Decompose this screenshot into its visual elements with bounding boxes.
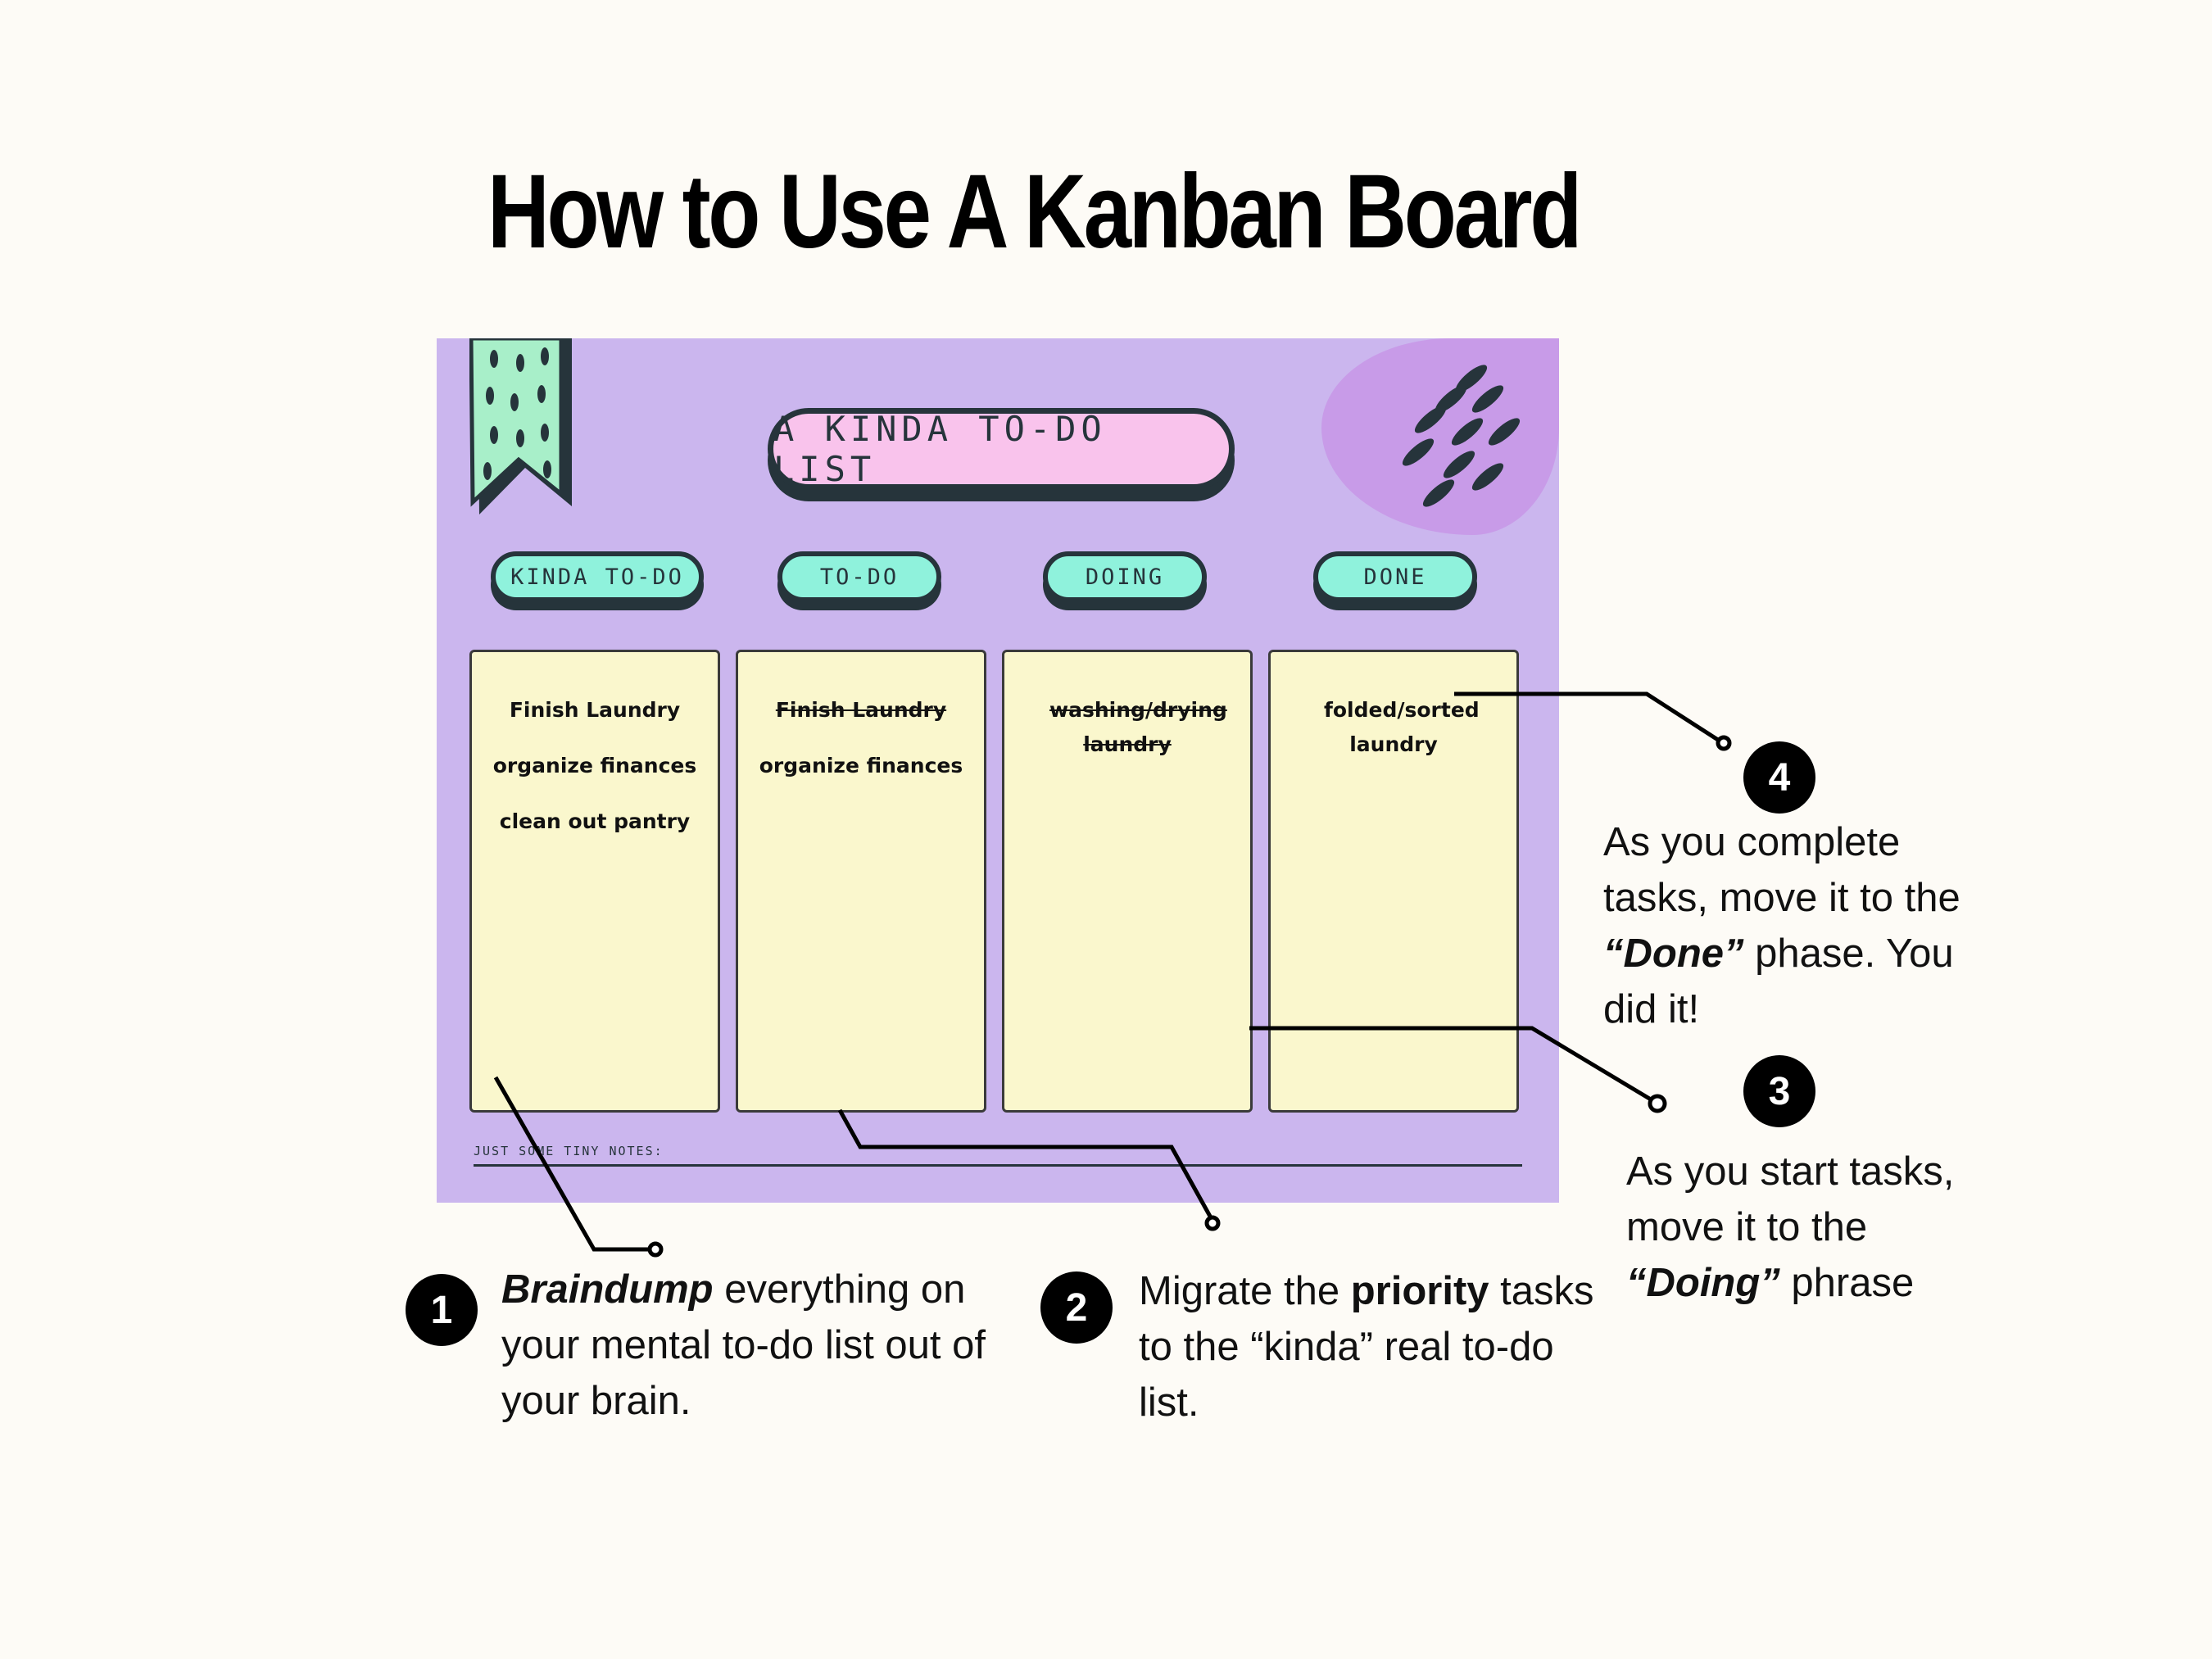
step-text-part: “Doing” <box>1626 1261 1780 1305</box>
column-header-doing: DOING <box>1043 551 1207 602</box>
page-title: How to Use A Kanban Board <box>487 153 1582 270</box>
step-badge-1: 1 <box>406 1274 478 1346</box>
column-done: folded/sorted laundry <box>1268 650 1519 1113</box>
column-header-done: DONE <box>1313 551 1477 602</box>
step-badge-2: 2 <box>1040 1271 1113 1344</box>
task-card: organize finances <box>759 754 963 777</box>
column-doing: washing/drying laundry <box>1002 650 1253 1113</box>
step-1-text: Braindump everything on your mental to-d… <box>501 1262 1009 1429</box>
step-text-part: everything on your mental to-do list out… <box>501 1267 986 1423</box>
task-card: organize finances <box>492 754 697 777</box>
column-kinda-todo: Finish Laundry organize finances clean o… <box>469 650 720 1113</box>
step-text-part: Migrate the <box>1139 1269 1351 1313</box>
column-header-todo: TO-DO <box>777 551 941 602</box>
step-text-part: tasks to the “kinda” real to-do list. <box>1139 1269 1594 1425</box>
step-text-part: phase. You did it! <box>1603 931 1954 1031</box>
task-card: washing/drying laundry <box>1049 698 1227 756</box>
step-text-part: priority <box>1350 1269 1489 1313</box>
notes-label: JUST SOME TINY NOTES: <box>474 1144 664 1158</box>
task-card: Finish Laundry <box>775 698 947 722</box>
step-badge-4: 4 <box>1743 741 1815 814</box>
ribbon-bookmark-icon <box>469 338 572 514</box>
column-header-kinda-todo: KINDA TO-DO <box>491 551 704 602</box>
callout-line-2 <box>837 1108 1215 1222</box>
step-text-part: As you start tasks, move it to the <box>1626 1149 1955 1249</box>
task-card: folded/sorted laundry <box>1324 698 1480 756</box>
step-4-text: As you complete tasks, move it to the “D… <box>1603 814 1972 1037</box>
task-card: Finish Laundry <box>509 698 681 722</box>
column-todo: Finish Laundry organize finances <box>736 650 986 1113</box>
callout-line-1 <box>493 1076 655 1252</box>
task-card: clean out pantry <box>499 809 691 833</box>
notes-line <box>474 1164 1522 1167</box>
step-text-part: phrase <box>1779 1261 1915 1305</box>
callout-line-3 <box>1249 1026 1657 1104</box>
step-3-text: As you start tasks, move it to the “Doin… <box>1626 1144 1995 1311</box>
step-text-part: “Done” <box>1603 931 1744 976</box>
step-text-part: As you complete tasks, move it to the <box>1603 820 1960 920</box>
step-badge-3: 3 <box>1743 1055 1815 1127</box>
kanban-board: A KINDA TO-DO LIST KINDA TO-DO TO-DO DOI… <box>437 338 1559 1203</box>
callout-line-4 <box>1454 691 1722 744</box>
step-text-part: Braindump <box>501 1267 714 1312</box>
step-2-text: Migrate the priority tasks to the “kinda… <box>1139 1263 1598 1430</box>
board-heading: A KINDA TO-DO LIST <box>768 408 1235 490</box>
